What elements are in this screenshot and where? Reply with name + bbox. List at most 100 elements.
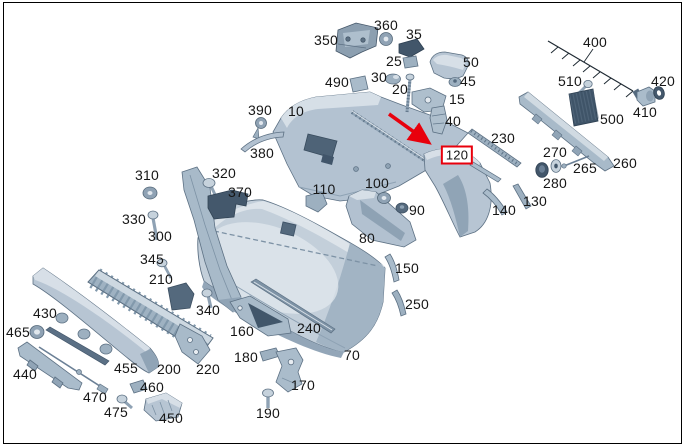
part-label-310[interactable]: 310 [135, 167, 159, 183]
part-illustration-240-strip [250, 278, 336, 334]
part-label-110[interactable]: 110 [312, 181, 336, 197]
part-label-465[interactable]: 465 [6, 324, 30, 340]
part-illustration-50-cover [429, 51, 469, 80]
part-label-40[interactable]: 40 [445, 113, 461, 129]
part-illustration-80-finisher [345, 189, 417, 248]
part-illustration-440-rail [17, 341, 83, 391]
part-illustration-265-screw [561, 155, 590, 169]
part-label-240[interactable]: 240 [297, 320, 321, 336]
part-label-200[interactable]: 200 [157, 361, 181, 377]
part-label-430[interactable]: 430 [33, 305, 57, 321]
part-label-475[interactable]: 475 [104, 404, 128, 420]
part-illustration-330-bolt [147, 210, 159, 241]
part-illustration-250-strip [391, 289, 407, 317]
part-illustration-490-pad [349, 75, 369, 93]
part-illustration-190-bolt [262, 388, 274, 408]
part-label-330[interactable]: 330 [122, 211, 146, 227]
part-illustration-310-grommet [142, 186, 158, 200]
part-label-120-selected[interactable]: 120 [440, 145, 474, 165]
part-label-340[interactable]: 340 [196, 302, 220, 318]
part-label-130[interactable]: 130 [523, 193, 547, 209]
part-illustration-500-mesh [568, 88, 600, 127]
part-label-50[interactable]: 50 [463, 54, 479, 70]
part-label-420[interactable]: 420 [651, 73, 675, 89]
part-label-380[interactable]: 380 [250, 145, 274, 161]
part-label-450[interactable]: 450 [159, 410, 183, 426]
part-illustration-40-bracket [429, 105, 448, 135]
part-illustration-430-beam [32, 267, 159, 374]
part-label-410[interactable]: 410 [633, 104, 657, 120]
part-label-390[interactable]: 390 [248, 102, 272, 118]
part-label-490[interactable]: 490 [325, 74, 349, 90]
part-label-15[interactable]: 15 [449, 91, 465, 107]
part-label-460[interactable]: 460 [140, 379, 164, 395]
part-label-350[interactable]: 350 [314, 32, 338, 48]
part-label-140[interactable]: 140 [492, 202, 516, 218]
part-illustration-465-grommet [29, 325, 45, 339]
part-label-20[interactable]: 20 [392, 81, 408, 97]
part-label-300[interactable]: 300 [148, 228, 172, 244]
part-label-10[interactable]: 10 [288, 103, 304, 119]
part-label-345[interactable]: 345 [140, 251, 164, 267]
part-label-280[interactable]: 280 [543, 175, 567, 191]
part-label-180[interactable]: 180 [234, 349, 258, 365]
part-label-270[interactable]: 270 [543, 144, 567, 160]
part-label-45[interactable]: 45 [460, 73, 476, 89]
part-label-470[interactable]: 470 [83, 389, 107, 405]
part-illustration-360-grommet [379, 32, 393, 46]
part-illustration-270-washer [550, 159, 562, 173]
part-illustration-340-bolt [201, 288, 213, 309]
part-illustration-25-clip [402, 55, 419, 69]
part-illustration-30-clip [385, 73, 401, 85]
part-illustration-210-bracket [167, 282, 195, 311]
part-illustration-450-block [143, 392, 183, 422]
part-illustration-150-strip [384, 253, 400, 283]
part-label-35[interactable]: 35 [406, 26, 422, 42]
part-illustration-410-sensor [632, 86, 656, 107]
part-illustration-20-screw [405, 73, 415, 113]
part-illustration-370-plate [207, 189, 249, 220]
part-illustration-10-upper-trim [272, 91, 469, 202]
part-label-265[interactable]: 265 [573, 160, 597, 176]
part-illustration-70-bumper-cover [197, 199, 386, 358]
part-label-440[interactable]: 440 [13, 366, 37, 382]
part-illustration-220-bracket [174, 323, 211, 365]
part-label-230[interactable]: 230 [491, 130, 515, 146]
part-illustration-160-bracket [229, 295, 292, 337]
part-illustration-280-washer [535, 162, 549, 178]
part-illustration-130-strip [512, 183, 532, 210]
part-label-500[interactable]: 500 [600, 111, 624, 127]
part-illustration-400-harness [547, 40, 634, 98]
part-illustration-45-clip [448, 77, 462, 87]
part-label-190[interactable]: 190 [256, 405, 280, 421]
part-label-25[interactable]: 25 [386, 53, 402, 69]
part-label-455[interactable]: 455 [114, 360, 138, 376]
part-label-150[interactable]: 150 [395, 260, 419, 276]
part-label-100[interactable]: 100 [365, 175, 389, 191]
part-label-90[interactable]: 90 [409, 202, 425, 218]
part-illustration-460-clip [129, 379, 148, 394]
part-illustration-170-bracket [275, 347, 304, 393]
part-illustration-110-bracket [305, 191, 328, 213]
part-label-170[interactable]: 170 [291, 377, 315, 393]
part-label-70[interactable]: 70 [344, 347, 360, 363]
part-label-80[interactable]: 80 [359, 230, 375, 246]
part-illustration-455-strip [45, 326, 110, 366]
part-label-250[interactable]: 250 [405, 296, 429, 312]
part-label-160[interactable]: 160 [230, 323, 254, 339]
part-illustration-350-bracket [335, 22, 379, 59]
part-label-510[interactable]: 510 [558, 73, 582, 89]
part-label-30[interactable]: 30 [371, 69, 387, 85]
part-label-210[interactable]: 210 [149, 271, 173, 287]
part-label-360[interactable]: 360 [374, 17, 398, 33]
part-label-370[interactable]: 370 [228, 184, 252, 200]
part-illustration-90-nut [395, 202, 409, 214]
part-label-320[interactable]: 320 [212, 165, 236, 181]
part-illustration-260-bracket [518, 91, 615, 172]
part-illustration-140-strip [482, 188, 508, 216]
part-label-220[interactable]: 220 [196, 361, 220, 377]
part-label-400[interactable]: 400 [583, 34, 607, 50]
part-label-260[interactable]: 260 [613, 155, 637, 171]
